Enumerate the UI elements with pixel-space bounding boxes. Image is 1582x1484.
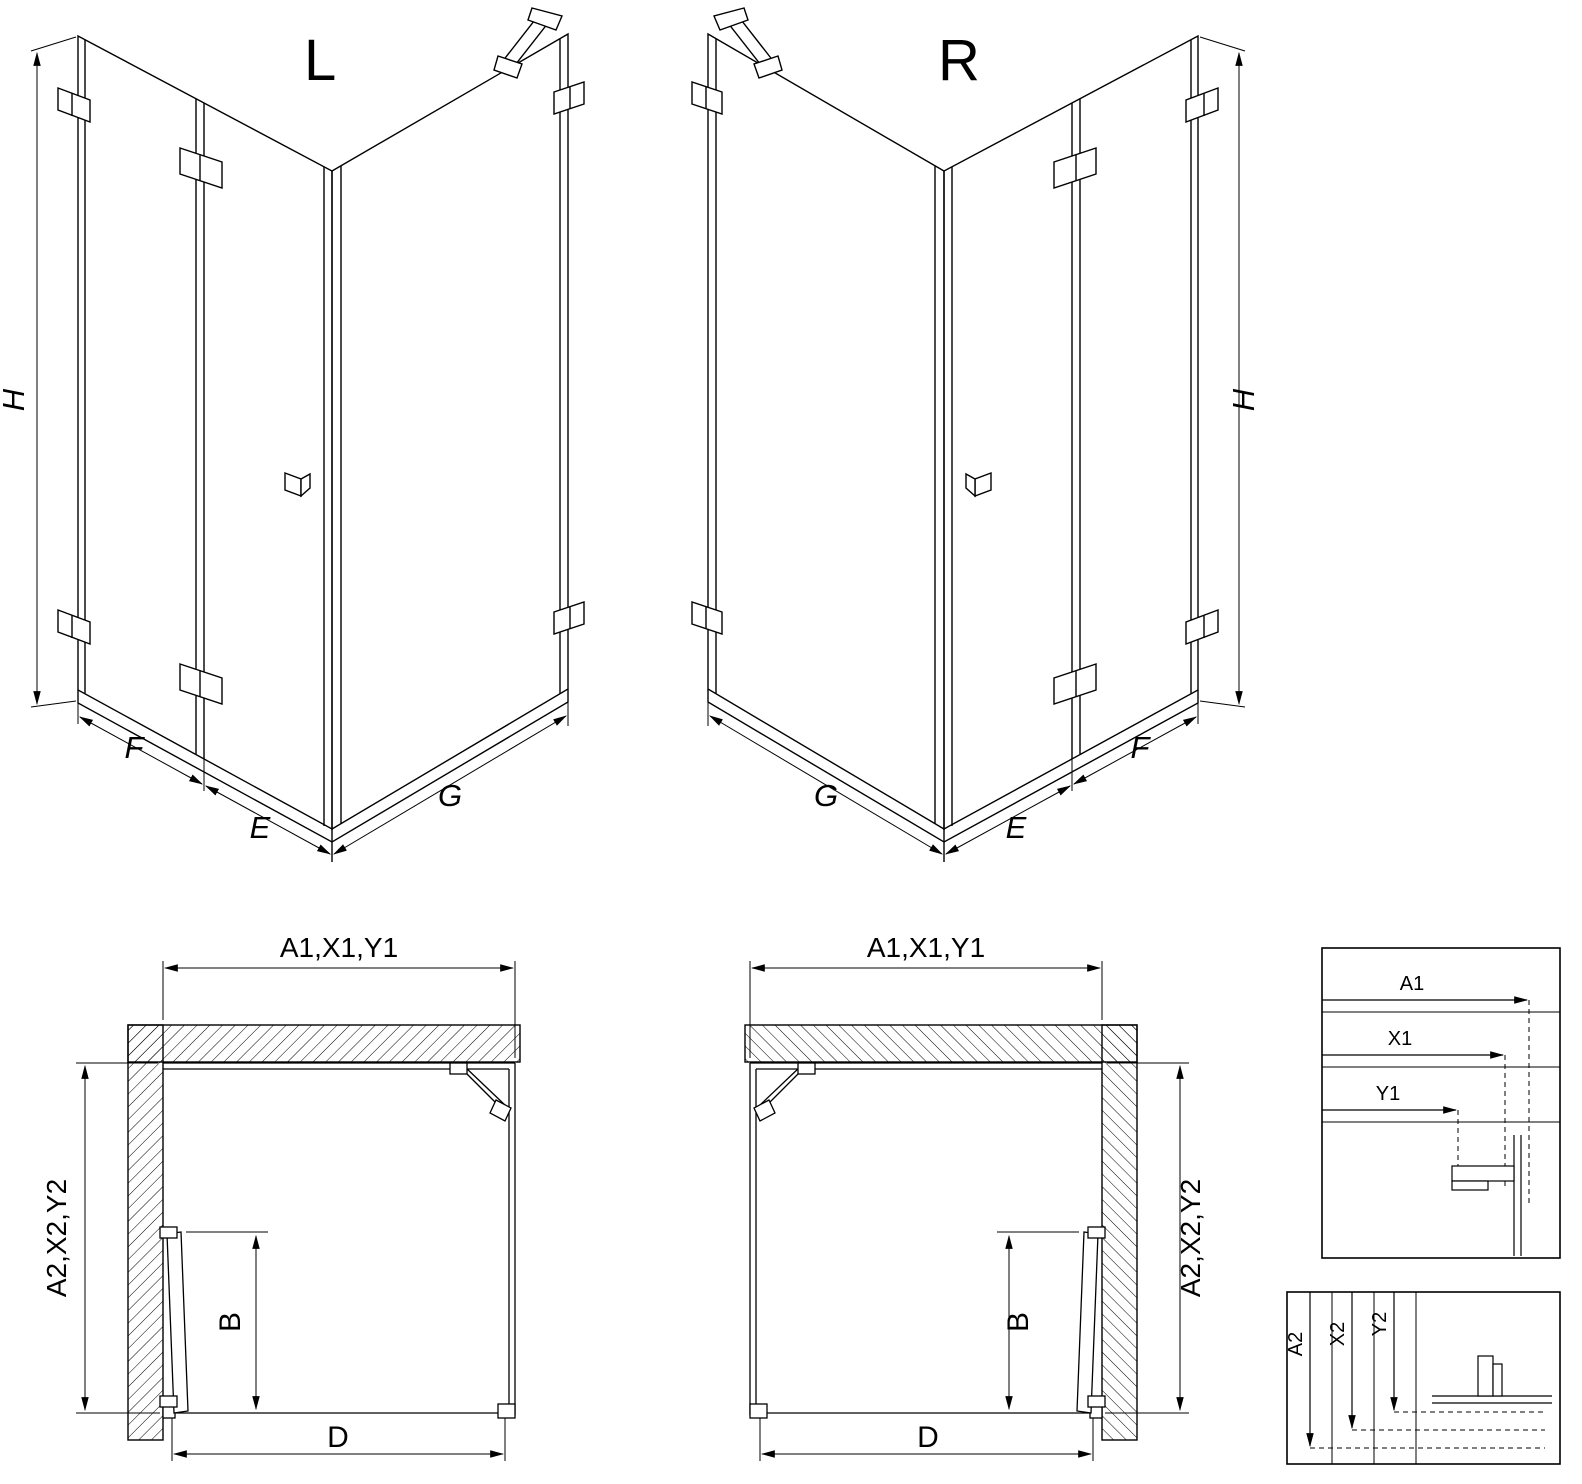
r-dim-h-label: H	[1226, 388, 1261, 411]
detail-x2-label: X2	[1327, 1322, 1349, 1346]
l-dim-f-label: F	[125, 730, 146, 765]
plan-r-width-dim-label: D	[917, 1421, 939, 1454]
l-dim-g-label: G	[438, 778, 462, 813]
plan-l-top-dim-label: A1,X1,Y1	[280, 932, 398, 963]
r-dim-e-label: E	[1006, 810, 1027, 845]
profile-cross-section	[1451, 1135, 1522, 1256]
profile-cross-section	[1432, 1355, 1552, 1404]
detail-a2-label: A2	[1285, 1332, 1307, 1356]
l-dim-e-label: E	[250, 810, 271, 845]
detail-vertical-measure	[1286, 1291, 1561, 1465]
plan-r-top-dim-label: A1,X1,Y1	[867, 932, 985, 963]
detail-y1-label: Y1	[1376, 1083, 1400, 1105]
r-dim-f-label: F	[1131, 730, 1152, 765]
l-dim-h-label: H	[0, 388, 31, 411]
view-r-label: R	[938, 28, 980, 93]
r-dim-g-label: G	[814, 778, 838, 813]
plan-l-side-dim-label: A2,X2,Y2	[41, 1179, 72, 1297]
plan-l-width-dim-label: D	[327, 1421, 349, 1454]
view-l-label: L	[304, 28, 336, 93]
detail-horizontal-measure	[1321, 947, 1561, 1259]
plan-r-door-dim-label: B	[1002, 1312, 1035, 1332]
plan-l-door-dim-label: B	[214, 1312, 247, 1332]
detail-a1-label: A1	[1400, 973, 1424, 995]
plan-r-side-dim-label: A2,X2,Y2	[1175, 1179, 1206, 1297]
detail-y2-label: Y2	[1369, 1312, 1391, 1336]
detail-x1-label: X1	[1388, 1028, 1412, 1050]
